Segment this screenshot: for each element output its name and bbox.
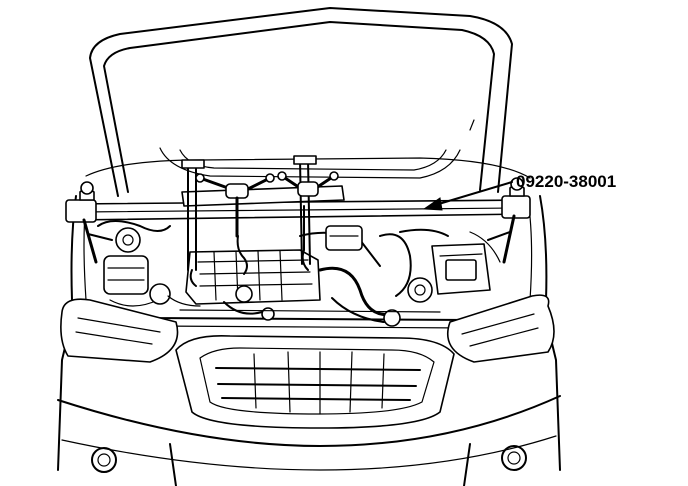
tool-part-number: 09220-38001 [516,172,616,191]
vehicle-front-body [57,157,561,486]
tool-callout: 09220-38001 [422,172,616,211]
engine-compartment [97,220,501,327]
engine-support-fixture [65,155,531,287]
